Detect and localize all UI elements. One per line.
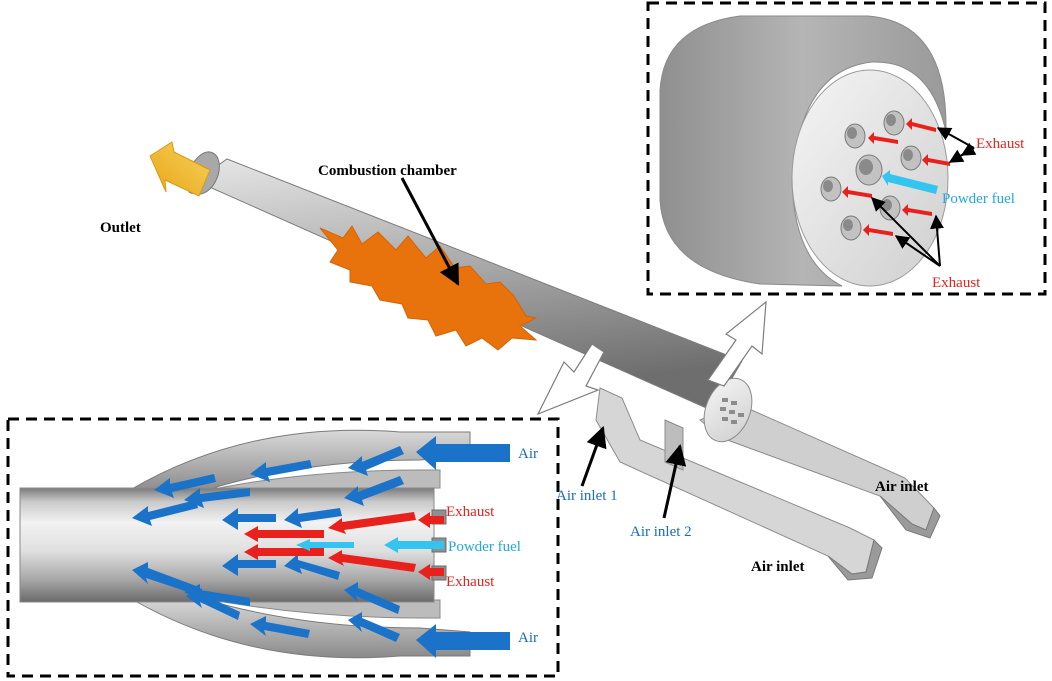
inset-top-fuel-arrow bbox=[882, 170, 938, 194]
combustor-assembly bbox=[149, 141, 941, 581]
air-inlet-1-pointer bbox=[580, 426, 607, 487]
inset-bottom-air-top-label: Air bbox=[518, 446, 538, 462]
outlet-label: Outlet bbox=[100, 220, 141, 236]
inset-top-exhaust-lower-label: Exhaust bbox=[932, 275, 981, 291]
air-inlet-1-label: Air inlet 1 bbox=[556, 488, 618, 504]
outlet-flow-arrow bbox=[149, 141, 211, 197]
inset-bottom-exhaust-arrows bbox=[244, 512, 444, 580]
inset-inlet-section: Air Exhaust Powder fuel Exhaust Air bbox=[6, 417, 560, 678]
inset-nozzle-face: Exhaust Powder fuel Exhaust bbox=[646, 1, 1047, 296]
end-cap-holes bbox=[720, 398, 744, 424]
air-inlet-bottom-label: Air inlet bbox=[751, 559, 804, 575]
air-inlet-2-label: Air inlet 2 bbox=[630, 524, 692, 540]
inset-top-exhaust-arrows bbox=[842, 118, 950, 236]
inset-bottom-exhaust-lower-label: Exhaust bbox=[446, 574, 495, 590]
combustion-chamber-label: Combustion chamber bbox=[318, 163, 457, 179]
inset-top-exhaust-upper-label: Exhaust bbox=[976, 136, 1025, 152]
nozzle-cylinder-body bbox=[659, 15, 947, 287]
sectioned-tube bbox=[19, 487, 435, 603]
air-inlet-arm-right bbox=[699, 403, 941, 539]
inset-bottom-air-bottom-label: Air bbox=[518, 630, 538, 646]
lower-air-shroud bbox=[128, 597, 471, 659]
inset-top-pointers bbox=[871, 127, 977, 267]
tube-end-cap bbox=[703, 377, 753, 443]
inset-bottom-exhaust-upper-label: Exhaust bbox=[446, 504, 495, 520]
detail-arrow-bottom bbox=[536, 343, 605, 416]
inset-top-powder-fuel-label: Powder fuel bbox=[942, 191, 1015, 207]
air-inlet-right-label: Air inlet bbox=[875, 479, 928, 495]
inset-bottom-fuel-arrows bbox=[296, 537, 444, 553]
inset-bottom-air-arrows bbox=[132, 436, 510, 658]
air-inlet-2-pointer bbox=[662, 443, 687, 519]
detail-arrow-top bbox=[707, 300, 767, 387]
flame-region bbox=[319, 225, 538, 351]
inset-bottom-powder-fuel-label: Powder fuel bbox=[448, 539, 521, 555]
combustion-chamber-pointer bbox=[400, 177, 460, 286]
